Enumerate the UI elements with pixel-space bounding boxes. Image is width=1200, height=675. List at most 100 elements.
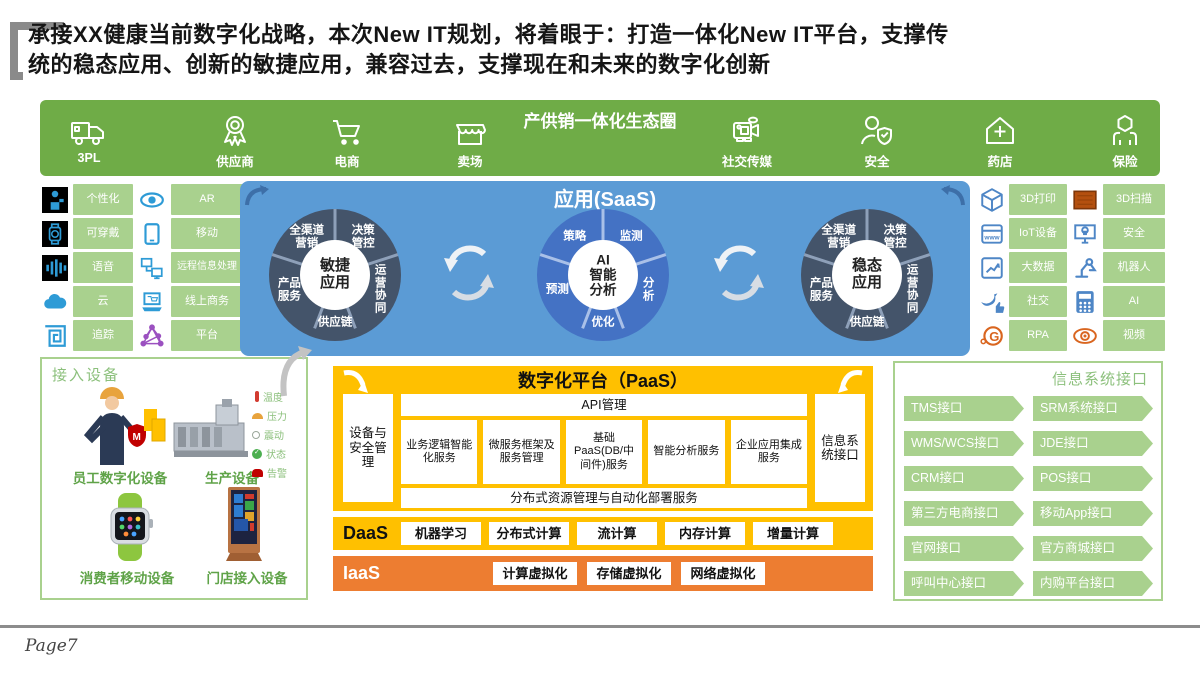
production-machine-image xyxy=(173,399,248,457)
smartwatch-image xyxy=(110,493,153,561)
wheel-center-disc xyxy=(300,240,370,310)
daas-item: 内存计算 xyxy=(665,522,745,545)
paas-title: 数字化平台（PaaS） xyxy=(517,371,689,391)
wheel-center-disc xyxy=(568,240,638,310)
curved-arrow-decoration xyxy=(941,185,965,206)
paas-service: 智能分析服务 xyxy=(648,420,725,484)
worker-device-image: M xyxy=(83,387,166,465)
iaas-layer: IaaS 计算虚拟化 存储虚拟化 网络虚拟化 xyxy=(333,556,873,591)
interface-tag: WMS/WCS接口 xyxy=(904,431,1024,456)
interface-tag: 移动App接口 xyxy=(1033,501,1153,526)
interface-tag: 第三方电商接口 xyxy=(904,501,1024,526)
sync-arrows-icon xyxy=(444,245,494,301)
eco-item-pharmacy: 药店 xyxy=(954,109,1046,170)
online-commerce-icon xyxy=(136,286,168,317)
interface-tag: POS接口 xyxy=(1033,466,1153,491)
mobile-icon xyxy=(136,218,168,249)
daas-item: 增量计算 xyxy=(753,522,833,545)
eco-item-security: 安全 xyxy=(831,109,923,170)
platform-icon xyxy=(136,320,168,351)
interface-tag: TMS接口 xyxy=(904,396,1024,421)
video-eye-icon xyxy=(1070,320,1100,351)
eco-item-social-media: 社交传媒 xyxy=(701,109,793,170)
print-3d-icon xyxy=(978,184,1006,215)
interface-tag: SRM系统接口 xyxy=(1033,396,1153,421)
paas-interface-box: 信息系统接口 xyxy=(815,394,865,502)
stable-application-wheel: 全渠道 营销 决策 管控 运营 协同 供应链 产品 服务 稳态 应用 xyxy=(799,207,935,343)
thermometer-icon xyxy=(255,391,259,402)
interfaces-grid: TMS接口 SRM系统接口 WMS/WCS接口 JDE接口 CRM接口 POS接… xyxy=(904,396,1153,596)
paas-service: 企业应用集成服务 xyxy=(730,420,808,484)
medal-icon xyxy=(215,109,255,149)
cart-icon xyxy=(327,109,367,149)
interface-tag: 内购平台接口 xyxy=(1033,571,1153,596)
paas-service: 微服务框架及服务管理 xyxy=(483,420,560,484)
curved-arrow-decoration xyxy=(280,346,312,397)
daas-layer: DaaS 机器学习 分布式计算 流计算 内存计算 增量计算 xyxy=(333,517,873,550)
white-curved-arrow xyxy=(838,370,863,393)
info-system-interfaces-box: 信息系统接口 TMS接口 SRM系统接口 WMS/WCS接口 JDE接口 CRM… xyxy=(893,361,1163,601)
interface-tag: 官网接口 xyxy=(904,536,1024,561)
title-bracket-decoration xyxy=(10,22,64,80)
interface-tag: 官方商城接口 xyxy=(1033,536,1153,561)
store-icon xyxy=(450,109,490,149)
robot-icon xyxy=(1070,252,1100,283)
access-devices-box: 接入设备 M 员工数字化设备 生产设备 温度 压力 震动 xyxy=(40,357,308,600)
ai-analytics-wheel: 策略 监测 分析 优化 预测 AI 智能 分析 xyxy=(535,207,671,343)
sync-arrows-icon xyxy=(714,245,764,301)
tracking-icon xyxy=(40,320,70,351)
left-capability-grid: 个性化 AR 可穿戴 移动 语音 远程信息处理 云 线上商务 追踪 平台 xyxy=(40,184,243,351)
daas-item: 分布式计算 xyxy=(489,522,569,545)
pressure-gauge-icon xyxy=(252,412,263,419)
page-number: Page7 xyxy=(25,636,78,656)
eco-banner: 产供销一体化生态圈 3PL 供应商 电商 卖场 社交传媒 xyxy=(40,100,1160,176)
paas-service: 业务逻辑智能化服务 xyxy=(401,420,478,484)
insurance-icon xyxy=(1105,109,1145,149)
saas-panel: 应用(SaaS) 全渠道 营销 决策 管控 运营 协同 供应链 产品 服务 敏捷… xyxy=(240,181,970,356)
iaas-item: 网络虚拟化 xyxy=(681,562,765,585)
telematics-icon xyxy=(136,252,168,283)
video-camera-icon xyxy=(726,109,768,149)
kiosk-image xyxy=(226,487,262,561)
svg-text:M: M xyxy=(133,432,141,443)
svg-text:G: G xyxy=(989,328,999,343)
daas-item: 机器学习 xyxy=(401,522,481,545)
security-monitor-icon xyxy=(1070,218,1100,249)
iaas-item: 存储虚拟化 xyxy=(587,562,671,585)
eco-item-3pl: 3PL xyxy=(43,109,135,165)
wearable-icon xyxy=(40,218,70,249)
eco-item-ecommerce: 电商 xyxy=(301,109,393,170)
eco-item-insurance: 保险 xyxy=(1079,109,1171,170)
paas-bottom-bar: 分布式资源管理与自动化部署服务 xyxy=(401,488,807,508)
paas-panel: 数字化平台（PaaS） 设备与安全管理 API管理 业务逻辑智能化服务 微服务框… xyxy=(333,366,873,511)
eco-item-store: 卖场 xyxy=(424,109,516,170)
interfaces-title: 信息系统接口 xyxy=(1051,371,1148,388)
voice-icon xyxy=(40,252,70,283)
svg-text:www: www xyxy=(983,234,1000,241)
social-icon xyxy=(978,286,1006,317)
machine-sensors: 温度 压力 震动 状态 告警 xyxy=(252,389,287,480)
iaas-item: 计算虚拟化 xyxy=(493,562,577,585)
interface-tag: JDE接口 xyxy=(1033,431,1153,456)
footer-divider xyxy=(0,625,1200,628)
personalization-icon xyxy=(40,184,70,215)
slide-title: 承接XX健康当前数字化战略，本次New IT规划，将着眼于：打造一体化New I… xyxy=(28,22,949,77)
person-shield-icon xyxy=(857,109,897,149)
ai-calculator-icon xyxy=(1070,286,1100,317)
eco-banner-title: 产供销一体化生态圈 xyxy=(523,112,677,131)
saas-title: 应用(SaaS) xyxy=(553,189,657,211)
scan-3d-icon xyxy=(1070,184,1100,215)
paas-services-row: 业务逻辑智能化服务 微服务框架及服务管理 基础PaaS(DB/中间件)服务 智能… xyxy=(401,420,808,484)
interface-tag: CRM接口 xyxy=(904,466,1024,491)
white-curved-arrow xyxy=(343,370,368,393)
iaas-label: IaaS xyxy=(343,563,381,583)
daas-label: DaaS xyxy=(343,523,389,543)
cloud-icon xyxy=(40,286,70,317)
paas-service: 基础PaaS(DB/中间件)服务 xyxy=(565,420,643,484)
truck-icon xyxy=(69,109,109,149)
daas-item: 流计算 xyxy=(577,522,657,545)
wheel-center-disc xyxy=(832,240,902,310)
ar-eye-icon xyxy=(136,184,168,215)
interface-tag: 呼叫中心接口 xyxy=(904,571,1024,596)
